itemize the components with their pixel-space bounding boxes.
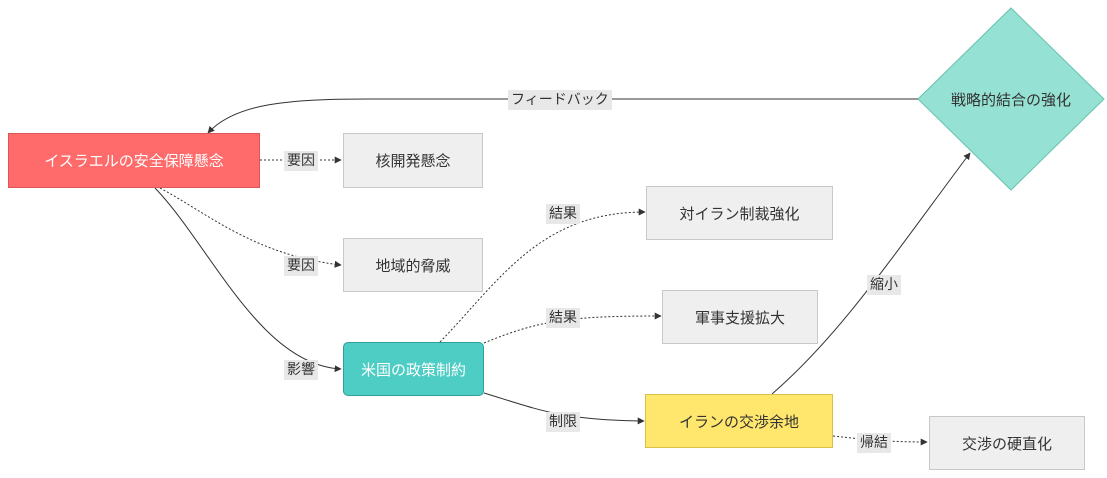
edge-label-consequence: 帰結 xyxy=(857,433,891,453)
node-iran-leverage: イランの交渉余地 xyxy=(645,394,833,448)
edge-shrink xyxy=(771,152,971,395)
node-nuclear-concern: 核開発懸念 xyxy=(343,133,483,188)
strategic-bond-diamond xyxy=(917,7,1105,191)
node-sanctions: 対イラン制裁強化 xyxy=(646,186,833,240)
edge-label-shrink: 縮小 xyxy=(867,275,901,295)
edge-label-factor-regional: 要因 xyxy=(284,256,318,276)
node-strategic-bond-label: 戦略的結合の強化 xyxy=(950,90,1071,109)
edge-influence xyxy=(154,187,342,373)
edge-label-factor-nuclear: 要因 xyxy=(284,151,318,171)
node-israel-security: イスラエルの安全保障懸念 xyxy=(8,133,260,188)
edge-label-result-military: 結果 xyxy=(546,308,580,328)
node-military-aid: 軍事支援拡大 xyxy=(662,290,818,344)
edge-feedback xyxy=(207,98,918,134)
edge-label-influence: 影響 xyxy=(284,360,318,380)
edge-label-feedback: フィードバック xyxy=(508,90,612,110)
edge-result-military xyxy=(483,312,662,344)
edge-label-restrict: 制限 xyxy=(546,412,580,432)
node-hardening: 交渉の硬直化 xyxy=(929,416,1085,470)
node-us-policy: 米国の政策制約 xyxy=(343,342,484,396)
edge-factor-regional xyxy=(159,187,342,268)
edge-result-sanctions xyxy=(439,208,646,343)
edge-label-result-sanctions: 結果 xyxy=(546,204,580,224)
node-regional-threat: 地域的脅威 xyxy=(343,238,483,292)
